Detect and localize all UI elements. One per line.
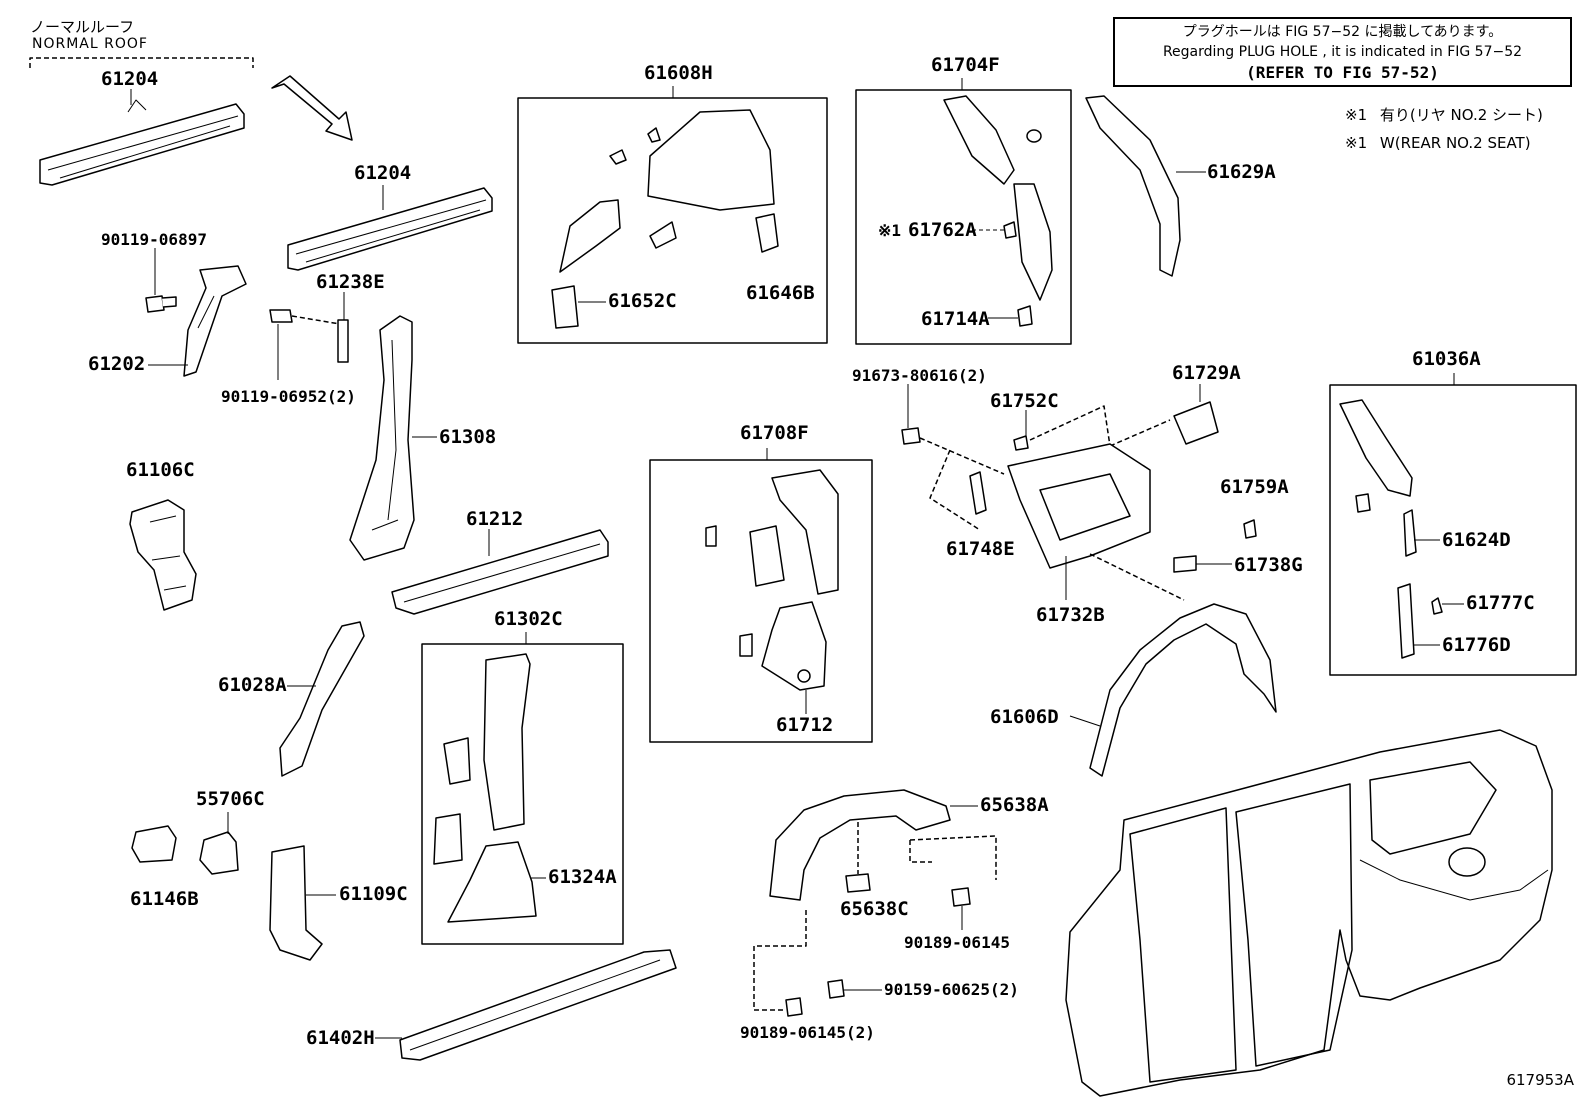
part-number-91673-80616[interactable]: 91673-80616(2)	[852, 366, 987, 385]
part-number-90159-60625[interactable]: 90159-60625(2)	[884, 980, 1019, 999]
part-number-61204[interactable]: 61204	[101, 68, 159, 90]
part-number-90119-06952[interactable]: 90119-06952(2)	[221, 387, 356, 406]
part-number-61629A[interactable]: 61629A	[1207, 161, 1276, 183]
roof-label-jp: ノーマルルーフ	[30, 18, 135, 36]
part-number-61302C[interactable]: 61302C	[494, 608, 563, 630]
note-line-ref: (REFER TO FIG 57-52)	[1246, 63, 1439, 82]
part-number-61748E[interactable]: 61748E	[946, 538, 1015, 560]
part-number-61308[interactable]: 61308	[439, 426, 497, 448]
note-line-en: Regarding PLUG HOLE , it is indicated in…	[1162, 44, 1523, 60]
part-number-61652C[interactable]: 61652C	[608, 290, 677, 312]
legend-mark: ※1	[1345, 106, 1368, 124]
part-number-61106C[interactable]: 61106C	[126, 459, 195, 481]
part-number-61202[interactable]: 61202	[88, 353, 146, 375]
part-number-55706C[interactable]: 55706C	[196, 788, 265, 810]
part-number-61759A[interactable]: 61759A	[1220, 476, 1289, 498]
legend-jp: ※1 有り(リヤ NO.2 シート)	[1345, 108, 1543, 123]
part-number-90189-06145[interactable]: 90189-06145	[904, 933, 1010, 952]
part-number-61204[interactable]: 61204	[354, 162, 412, 184]
part-number-61712[interactable]: 61712	[776, 714, 834, 736]
part-number-61238E[interactable]: 61238E	[316, 271, 385, 293]
part-number-61646B[interactable]: 61646B	[746, 282, 815, 304]
part-number-90119-06897[interactable]: 90119-06897	[101, 230, 207, 249]
part-number-61714A[interactable]: 61714A	[921, 308, 990, 330]
part-number-61212[interactable]: 61212	[466, 508, 524, 530]
part-number-61402H[interactable]: 61402H	[306, 1027, 375, 1049]
part-number-61109C[interactable]: 61109C	[339, 883, 408, 905]
part-number-61752C[interactable]: 61752C	[990, 390, 1059, 412]
part-number-61732B[interactable]: 61732B	[1036, 604, 1105, 626]
part-number-61036A[interactable]: 61036A	[1412, 348, 1481, 370]
marker-note-1: ※1	[878, 221, 902, 240]
part-number-61762A[interactable]: 61762A	[908, 219, 977, 241]
note-line-jp: プラグホールは FIG 57−52 に掲載してあります。	[1182, 24, 1503, 40]
part-number-61324A[interactable]: 61324A	[548, 866, 617, 888]
part-number-61708F[interactable]: 61708F	[740, 422, 809, 444]
part-number-61146B[interactable]: 61146B	[130, 888, 199, 910]
legend-text: 有り(リヤ NO.2 シート)	[1379, 106, 1543, 124]
part-number-61704F[interactable]: 61704F	[931, 54, 1000, 76]
part-number-61608H[interactable]: 61608H	[644, 62, 713, 84]
legend-text: W(REAR NO.2 SEAT)	[1379, 134, 1531, 152]
part-number-65638C[interactable]: 65638C	[840, 898, 909, 920]
part-number-61624D[interactable]: 61624D	[1442, 529, 1511, 551]
legend-mark: ※1	[1345, 134, 1368, 152]
part-number-61729A[interactable]: 61729A	[1172, 362, 1241, 384]
figure-id: 617953A	[1506, 1071, 1574, 1089]
roof-label-en: NORMAL ROOF	[32, 36, 148, 52]
plug-hole-note: プラグホールは FIG 57−52 に掲載してあります。 Regarding P…	[1113, 17, 1572, 87]
part-number-61028A[interactable]: 61028A	[218, 674, 287, 696]
arrow-icon	[271, 75, 353, 141]
part-number-61777C[interactable]: 61777C	[1466, 592, 1535, 614]
legend-en: ※1 W(REAR NO.2 SEAT)	[1345, 136, 1531, 151]
part-number-90189-06145-2[interactable]: 90189-06145(2)	[740, 1023, 875, 1042]
part-number-61776D[interactable]: 61776D	[1442, 634, 1511, 656]
part-number-61738G[interactable]: 61738G	[1234, 554, 1303, 576]
part-number-65638A[interactable]: 65638A	[980, 794, 1049, 816]
part-number-61606D[interactable]: 61606D	[990, 706, 1059, 728]
